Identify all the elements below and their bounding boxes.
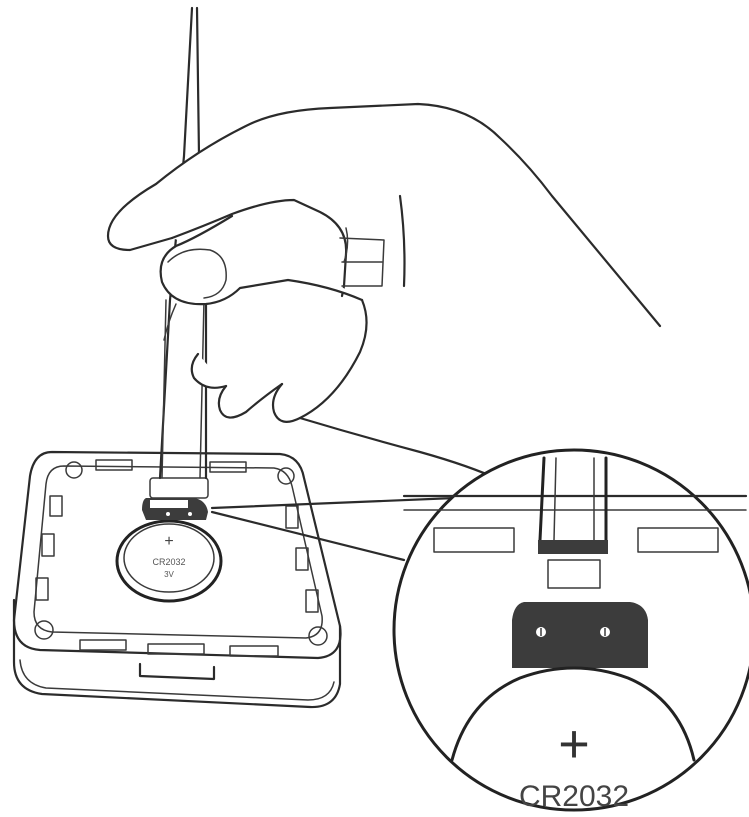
large-battery-plus: + [558,714,590,774]
large-battery-model: CR2032 [519,780,629,813]
small-battery-plus: + [164,533,173,550]
small-coin-battery: + CR2032 3V [117,521,221,601]
hand [108,104,660,480]
small-battery-model: CR2032 [152,557,185,567]
small-battery-code: 3V [164,570,174,579]
magnified-detail: + CR2032 [394,450,749,813]
small-battery-clip [142,478,208,520]
